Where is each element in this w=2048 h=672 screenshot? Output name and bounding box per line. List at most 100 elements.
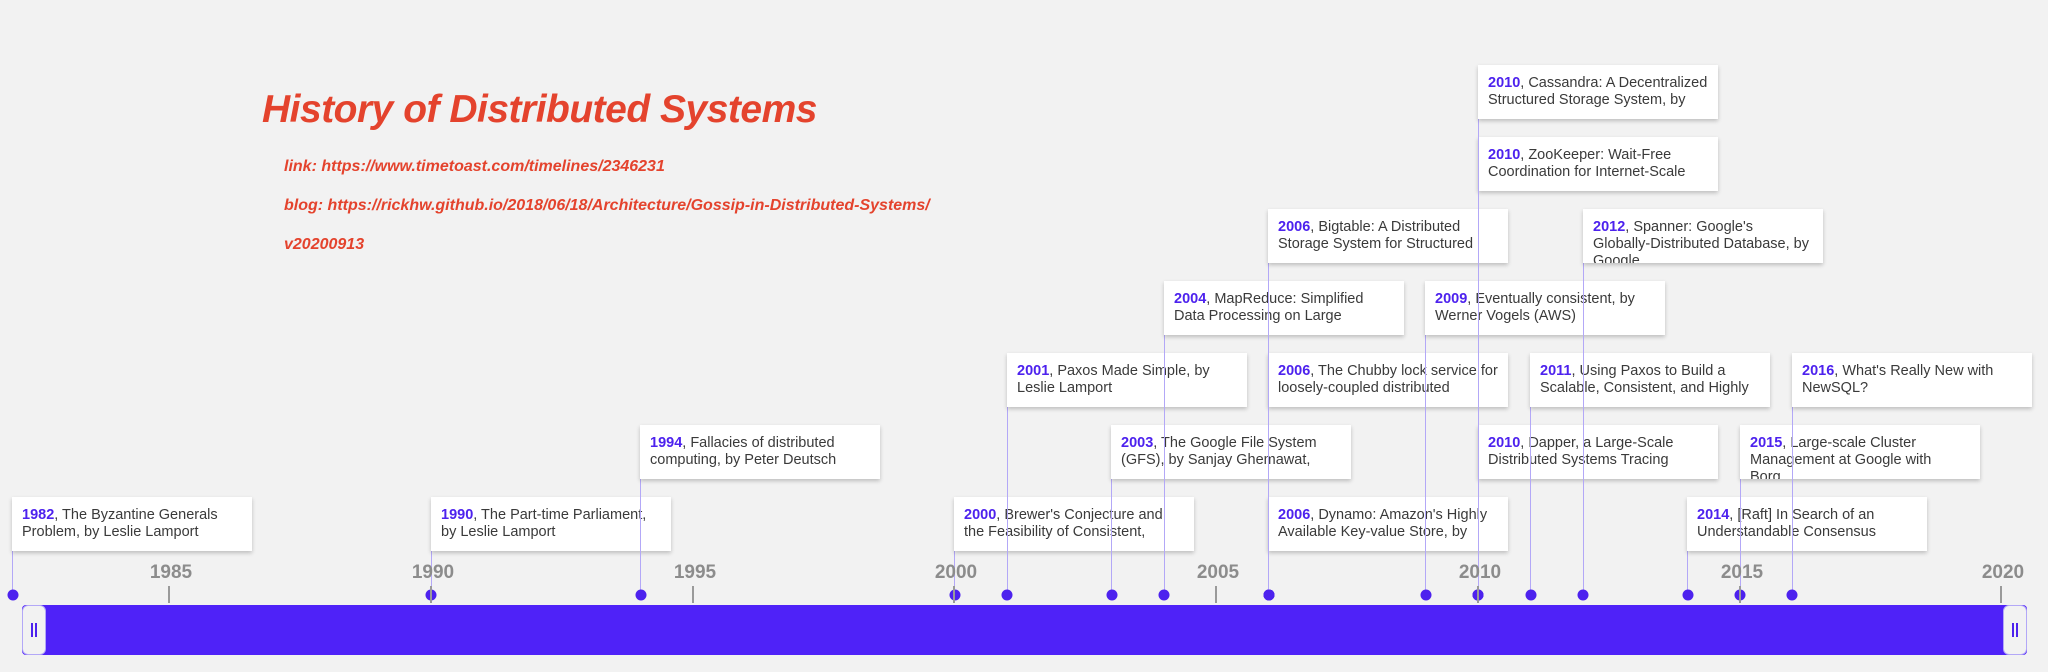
event-stem: [1164, 281, 1165, 595]
event-year: 2006: [1278, 507, 1311, 523]
event-text: , The Google File System (GFS), by Sanja…: [1121, 435, 1317, 468]
event-text: , The Part-time Parliament, by Leslie La…: [441, 507, 647, 540]
event-stem: [1007, 353, 1008, 595]
axis-tick: [1739, 586, 1741, 603]
event-year: 2006: [1278, 363, 1311, 379]
event-card[interactable]: 2001, Paxos Made Simple, by Leslie Lampo…: [1007, 353, 1247, 407]
event-card[interactable]: 2000, Brewer's Conjecture and the Feasib…: [954, 497, 1194, 551]
event-year: 2006: [1278, 219, 1311, 235]
event-card[interactable]: 2016, What's Really New with NewSQL?: [1792, 353, 2032, 407]
event-card[interactable]: 2003, The Google File System (GFS), by S…: [1111, 425, 1351, 479]
event-text: , ZooKeeper: Wait-Free Coordination for …: [1488, 147, 1686, 180]
event-card[interactable]: 2011, Using Paxos to Build a Scalable, C…: [1530, 353, 1770, 407]
timeline-title: History of Distributed Systems: [262, 88, 817, 131]
event-text: , MapReduce: Simplified Data Processing …: [1174, 291, 1364, 324]
event-dot[interactable]: [1106, 589, 1118, 601]
event-dot[interactable]: [1158, 589, 1170, 601]
event-text: , Dynamo: Amazon's Highly Available Key-…: [1278, 507, 1488, 540]
event-card[interactable]: 1994, Fallacies of distributed computing…: [640, 425, 880, 479]
event-dot[interactable]: [635, 589, 647, 601]
event-year: 2014: [1697, 507, 1730, 523]
axis-year-label: 2015: [1720, 562, 1764, 583]
axis-tick: [430, 586, 432, 603]
event-text: , Bigtable: A Distributed Storage System…: [1278, 219, 1474, 252]
event-card[interactable]: 2006, Bigtable: A Distributed Storage Sy…: [1268, 209, 1508, 263]
event-card[interactable]: 2014, [Raft] In Search of an Understanda…: [1687, 497, 1927, 551]
event-stem: [1530, 353, 1531, 595]
blog-link[interactable]: blog: https://rickhw.github.io/2018/06/1…: [284, 197, 930, 214]
event-dot[interactable]: [1420, 589, 1432, 601]
event-year: 1982: [22, 507, 55, 523]
event-year: 2012: [1593, 219, 1626, 235]
event-dot[interactable]: [7, 589, 18, 601]
event-dot[interactable]: [1786, 589, 1798, 601]
event-year: 2010: [1488, 435, 1521, 451]
event-dot[interactable]: [1001, 589, 1013, 601]
event-year: 2001: [1017, 363, 1050, 379]
event-card[interactable]: 2010, Cassandra: A Decentralized Structu…: [1478, 65, 1718, 119]
event-year: 1990: [441, 507, 474, 523]
axis-year-label: 1995: [673, 562, 717, 583]
event-dot[interactable]: [1263, 589, 1275, 601]
version-label: v20200913: [284, 236, 365, 253]
event-text: , What's Really New with NewSQL?: [1802, 363, 1994, 396]
axis-tick: [2000, 586, 2002, 603]
event-dot[interactable]: [1577, 589, 1589, 601]
event-card[interactable]: 2012, Spanner: Google's Globally-Distrib…: [1583, 209, 1823, 263]
event-year: 2000: [964, 507, 997, 523]
scroll-handle-right[interactable]: [2003, 605, 2027, 655]
event-stem: [1478, 65, 1479, 595]
axis-tick: [1477, 586, 1479, 603]
event-card[interactable]: 2006, Dynamo: Amazon's Highly Available …: [1268, 497, 1508, 551]
event-dot[interactable]: [1525, 589, 1537, 601]
axis-year-label: 2005: [1196, 562, 1240, 583]
axis-year-label: 1985: [149, 562, 193, 583]
scroll-handle-left[interactable]: [22, 605, 46, 655]
axis-year-label: 2000: [934, 562, 978, 583]
event-card[interactable]: 2004, MapReduce: Simplified Data Process…: [1164, 281, 1404, 335]
event-text: , Spanner: Google's Globally-Distributed…: [1593, 219, 1809, 263]
event-year: 2016: [1802, 363, 1835, 379]
event-text: , Using Paxos to Build a Scalable, Consi…: [1540, 363, 1749, 396]
axis-tick: [692, 586, 694, 603]
axis-year-label: 2020: [1981, 562, 2025, 583]
grip-icon: [31, 623, 37, 637]
axis-year-label: 2010: [1458, 562, 1502, 583]
event-card[interactable]: 2015, Large-scale Cluster Management at …: [1740, 425, 1980, 479]
event-year: 2003: [1121, 435, 1154, 451]
event-card[interactable]: 2010, Dapper, a Large-Scale Distributed …: [1478, 425, 1718, 479]
event-stem: [1740, 425, 1741, 595]
event-text: , Eventually consistent, by Werner Vogel…: [1435, 291, 1635, 324]
event-text: , Brewer's Conjecture and the Feasibilit…: [964, 507, 1163, 540]
event-card[interactable]: 2006, The Chubby lock service for loosel…: [1268, 353, 1508, 407]
timeline-link[interactable]: link: https://www.timetoast.com/timeline…: [284, 158, 665, 175]
event-dot[interactable]: [1682, 589, 1694, 601]
grip-icon: [2012, 623, 2018, 637]
event-card[interactable]: 1982, The Byzantine Generals Problem, by…: [12, 497, 252, 551]
event-stem: [1583, 209, 1584, 595]
event-stem: [1425, 281, 1426, 595]
event-year: 2010: [1488, 147, 1521, 163]
event-text: , Large-scale Cluster Management at Goog…: [1750, 435, 1932, 479]
event-stem: [1792, 353, 1793, 595]
event-card[interactable]: 1990, The Part-time Parliament, by Lesli…: [431, 497, 671, 551]
event-text: , Fallacies of distributed computing, by…: [650, 435, 837, 468]
event-card[interactable]: 2009, Eventually consistent, by Werner V…: [1425, 281, 1665, 335]
event-stem: [1268, 209, 1269, 595]
event-card[interactable]: 2010, ZooKeeper: Wait-Free Coordination …: [1478, 137, 1718, 191]
timeline-scrollbar-track[interactable]: [22, 605, 2027, 655]
event-year: 2011: [1540, 363, 1572, 379]
event-text: , Paxos Made Simple, by Leslie Lamport: [1017, 363, 1210, 396]
event-year: 2010: [1488, 75, 1521, 91]
event-text: , Dapper, a Large-Scale Distributed Syst…: [1488, 435, 1674, 468]
event-stem: [1111, 425, 1112, 595]
event-year: 2015: [1750, 435, 1783, 451]
event-stem: [640, 425, 641, 595]
event-text: , The Chubby lock service for loosely-co…: [1278, 363, 1498, 396]
axis-tick: [953, 586, 955, 603]
event-year: 1994: [650, 435, 683, 451]
event-text: , Cassandra: A Decentralized Structured …: [1488, 75, 1708, 108]
axis-tick: [1215, 586, 1217, 603]
event-text: , The Byzantine Generals Problem, by Les…: [22, 507, 218, 540]
